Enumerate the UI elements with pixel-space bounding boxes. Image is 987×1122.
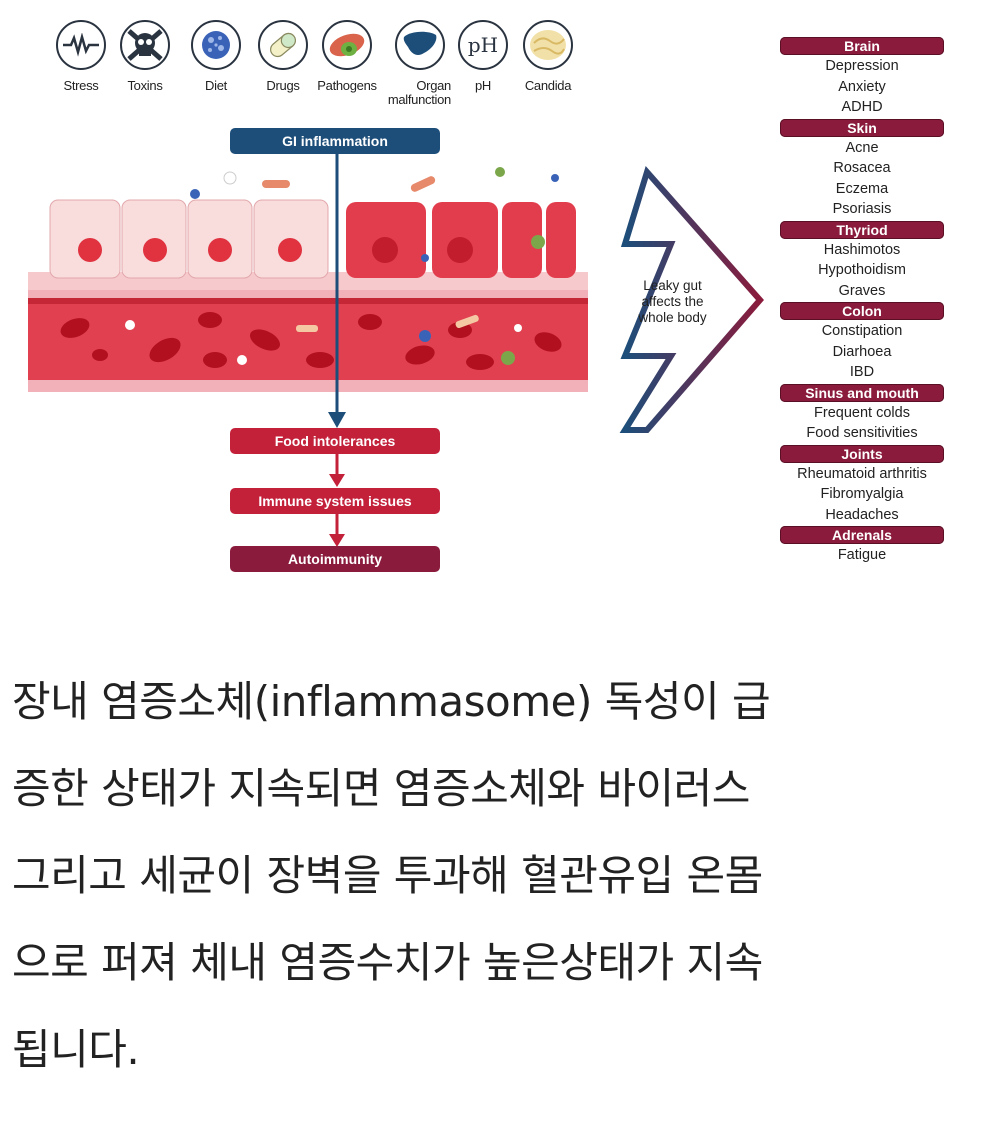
cause-pathogens: Pathogens bbox=[316, 20, 378, 93]
category-header: Skin bbox=[780, 118, 944, 137]
korean-caption: 장내 염증소체(inflammasome) 독성이 급 증한 상태가 지속되면 … bbox=[12, 658, 977, 1093]
blood-vessel bbox=[28, 298, 588, 384]
caption-line: 됩니다. bbox=[12, 1025, 140, 1074]
cause-label: pH bbox=[474, 78, 492, 93]
caption-line: 그리고 세균이 장벽을 투과해 혈관유입 온몸 bbox=[12, 851, 763, 900]
down-arrow-icon bbox=[329, 514, 345, 547]
cause-label: Organ malfunction bbox=[387, 78, 451, 107]
bacteria-icon bbox=[322, 20, 372, 70]
condition-item: Hashimotos bbox=[823, 241, 901, 258]
stress-wave-icon bbox=[56, 20, 106, 70]
category-header: Adrenals bbox=[780, 526, 944, 544]
condition-item: Graves bbox=[838, 282, 886, 299]
condition-item: Headaches bbox=[825, 506, 899, 523]
category-header: Colon bbox=[780, 302, 944, 320]
cause-label: Diet bbox=[205, 78, 227, 93]
condition-item: Eczema bbox=[835, 180, 889, 197]
pill-capsule-icon bbox=[258, 20, 308, 70]
condition-item: ADHD bbox=[841, 99, 883, 115]
flow-step-autoimmunity: Autoimmunity bbox=[230, 546, 440, 572]
leaky-gut-label: Leaky gut affects the whole body bbox=[638, 278, 707, 325]
cause-label: Stress bbox=[63, 78, 99, 93]
ph-text-icon: pH bbox=[458, 20, 508, 70]
cause-label: Drugs bbox=[266, 78, 300, 93]
condition-item: Anxiety bbox=[838, 78, 886, 95]
cause-label: Toxins bbox=[127, 78, 163, 93]
candida-yeast-icon bbox=[523, 20, 573, 70]
condition-item: Rheumatoid arthritis bbox=[797, 465, 927, 482]
virus-sphere-icon bbox=[191, 20, 241, 70]
caption-line: 증한 상태가 지속되면 염증소체와 바이러스 bbox=[12, 764, 750, 813]
category-header: Thyriod bbox=[780, 220, 944, 239]
gut-wall-illustration bbox=[28, 167, 588, 392]
cause-candida: Candida bbox=[517, 20, 579, 93]
category-header: Joints bbox=[780, 444, 944, 463]
cause-toxins: Toxins bbox=[114, 20, 176, 93]
condition-item: Diarhoea bbox=[832, 343, 892, 360]
condition-item: Constipation bbox=[821, 323, 903, 339]
category-header: Brain bbox=[780, 37, 944, 55]
ph-icon-text: pH bbox=[467, 33, 499, 57]
down-arrow-icon bbox=[328, 154, 346, 428]
cause-drugs: Drugs bbox=[252, 20, 314, 93]
liver-organ-icon bbox=[395, 20, 445, 70]
condition-item: IBD bbox=[849, 364, 875, 380]
condition-item: Fatigue bbox=[837, 547, 887, 563]
inflamed-cells bbox=[346, 202, 576, 278]
condition-item: Acne bbox=[845, 139, 879, 156]
caption-line: 으로 퍼져 체내 염증수치가 높은상태가 지속 bbox=[12, 938, 763, 987]
condition-item: Rosacea bbox=[833, 160, 891, 176]
cause-ph: pH pH bbox=[452, 20, 514, 93]
condition-item: Depression bbox=[825, 58, 899, 74]
condition-item: Hypothoidism bbox=[818, 262, 906, 278]
condition-item: Fibromyalgia bbox=[820, 486, 904, 502]
big-right-arrow-icon bbox=[619, 165, 764, 433]
cause-diet: Diet bbox=[185, 20, 247, 93]
flow-step-food-intolerances: Food intolerances bbox=[230, 428, 440, 454]
condition-item: Food sensitivities bbox=[806, 425, 918, 441]
condition-item: Psoriasis bbox=[832, 201, 892, 217]
condition-item: Frequent colds bbox=[814, 404, 910, 421]
healthy-cells bbox=[49, 199, 329, 279]
down-arrow-icon bbox=[329, 454, 345, 487]
cause-organ-malfunction: Organ malfunction bbox=[385, 20, 455, 107]
cause-stress: Stress bbox=[50, 20, 112, 93]
cause-label: Pathogens bbox=[317, 78, 377, 93]
skull-crossbones-icon bbox=[120, 20, 170, 70]
flow-step-immune-system-issues: Immune system issues bbox=[230, 488, 440, 514]
leaky-gut-diagram: Stress Toxins Diet Drugs Pathogens Organ… bbox=[28, 20, 944, 572]
cause-label: Candida bbox=[524, 78, 572, 93]
category-header: Sinus and mouth bbox=[780, 383, 944, 402]
gi-inflammation-box: GI inflammation bbox=[230, 128, 440, 154]
caption-line: 장내 염증소체(inflammasome) 독성이 급 bbox=[12, 677, 771, 726]
